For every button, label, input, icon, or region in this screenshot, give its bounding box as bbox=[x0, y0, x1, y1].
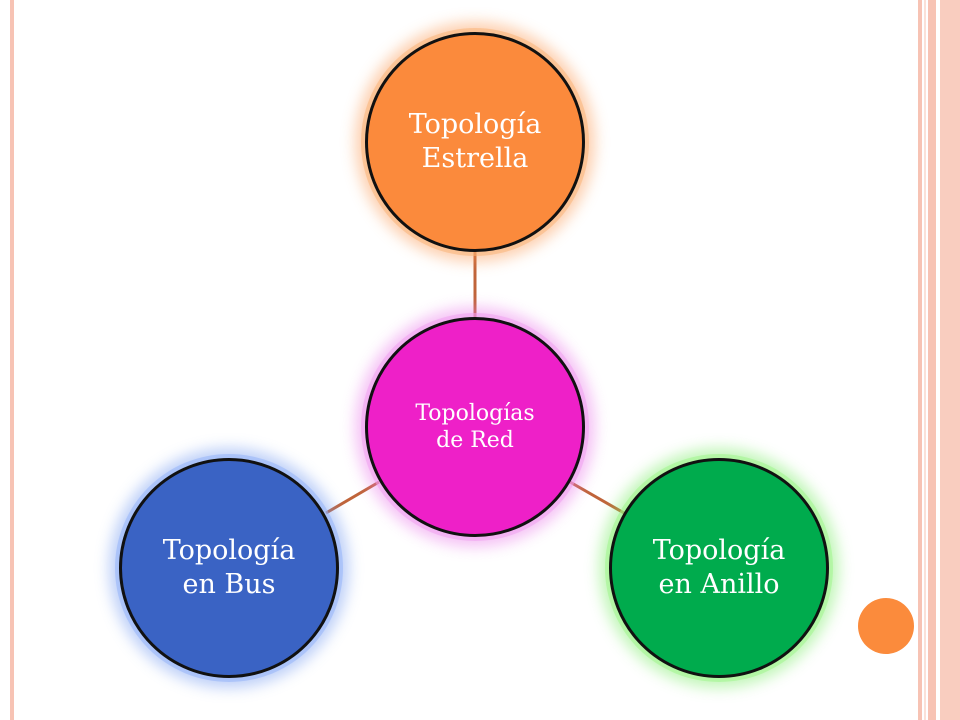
node-label-line1: Topología bbox=[162, 535, 296, 567]
node-label-line2: en Anillo bbox=[658, 569, 780, 600]
slide-frame-right-outer bbox=[940, 0, 960, 720]
connector-right bbox=[569, 480, 625, 515]
node-topologias-de-red: Topologías de Red bbox=[365, 317, 585, 537]
node-label-line1: Topologías bbox=[415, 400, 535, 426]
node-label-line1: Topología bbox=[652, 535, 786, 567]
node-topologia-en-anillo: Topología en Anillo bbox=[609, 458, 829, 678]
node-topologia-estrella: Topología Estrella bbox=[365, 32, 585, 252]
node-label-line2: de Red bbox=[436, 428, 514, 453]
node-topologia-en-bus: Topología en Bus bbox=[119, 458, 339, 678]
slide-frame-left bbox=[10, 0, 14, 720]
node-label-line1: Topología bbox=[408, 109, 542, 141]
slide-frame-right-mid bbox=[928, 0, 936, 720]
node-label-line2: en Bus bbox=[182, 569, 276, 600]
connector-left bbox=[325, 480, 380, 515]
decorative-accent-dot bbox=[858, 598, 914, 654]
slide-frame-right bbox=[918, 0, 922, 720]
node-label-line2: Estrella bbox=[421, 143, 529, 174]
slide-frame-right-inner bbox=[924, 0, 926, 720]
